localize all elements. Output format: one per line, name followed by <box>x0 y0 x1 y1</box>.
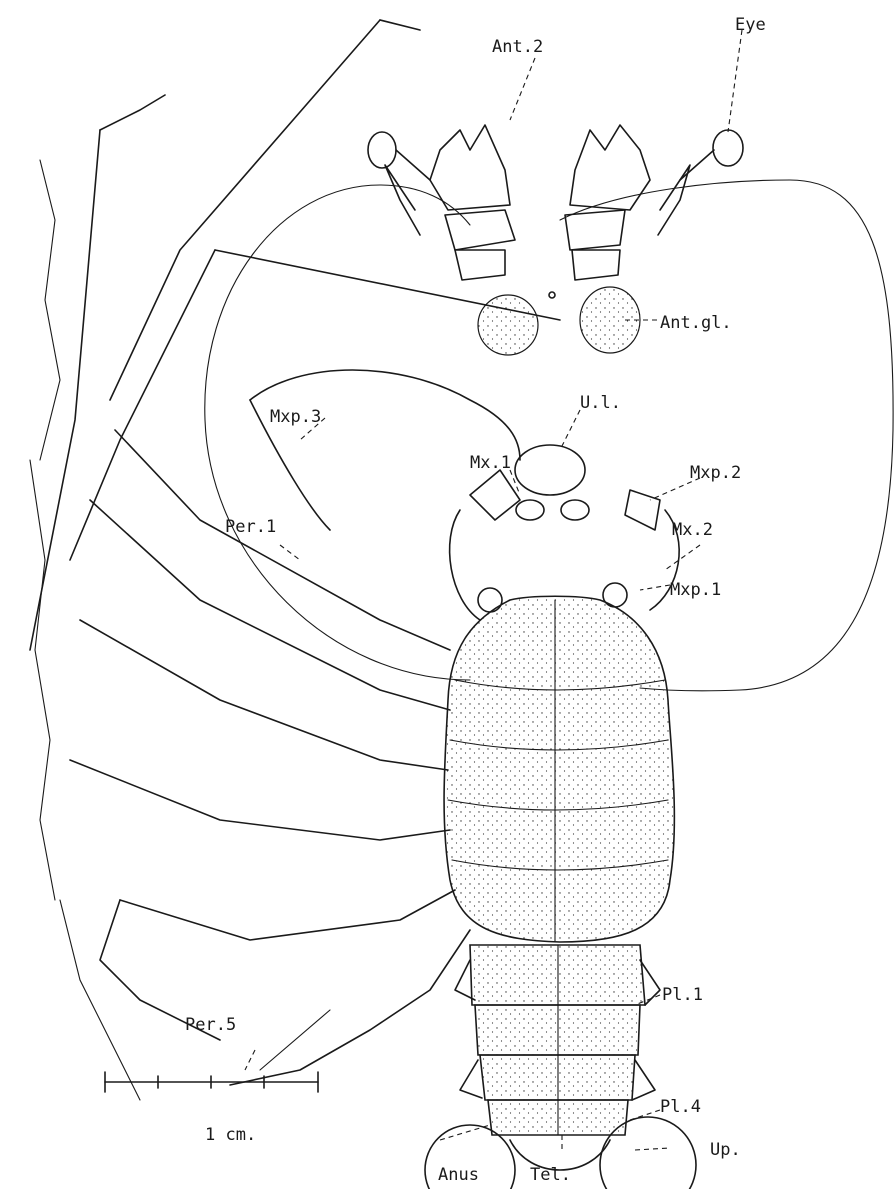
antennal-gland-right <box>580 287 640 353</box>
label-ant-gl: Ant.gl. <box>660 313 732 333</box>
carapace <box>444 596 674 942</box>
antenna-2-right <box>565 125 690 280</box>
label-mxp2: Mxp.2 <box>690 463 741 483</box>
eye-left <box>368 132 430 180</box>
label-mx1: Mx.1 <box>470 453 511 473</box>
label-ant2: Ant.2 <box>492 37 543 57</box>
label-mxp3: Mxp.3 <box>270 407 321 427</box>
label-anus: Anus <box>438 1165 479 1185</box>
label-per1: Per.1 <box>225 517 276 537</box>
label-eye: Eye <box>735 15 766 35</box>
label-per5: Per.5 <box>185 1015 236 1035</box>
antennal-gland-left <box>478 295 538 355</box>
label-pl1: Pl.1 <box>662 985 703 1005</box>
label-pl4: Pl.4 <box>660 1097 701 1117</box>
abdomen <box>470 945 645 1135</box>
label-mxp1: Mxp.1 <box>670 580 721 600</box>
eye-right <box>680 130 743 180</box>
label-mx2: Mx.2 <box>672 520 713 540</box>
scale-bar: 1 cm. <box>105 1072 318 1145</box>
label-ul: U.l. <box>580 393 621 413</box>
left-membrane-lobe <box>205 185 470 680</box>
label-tel: Tel. <box>530 1165 571 1185</box>
label-up: Up. <box>710 1140 741 1160</box>
scale-bar-label: 1 cm. <box>205 1125 256 1145</box>
antenna-2-left <box>385 125 515 280</box>
